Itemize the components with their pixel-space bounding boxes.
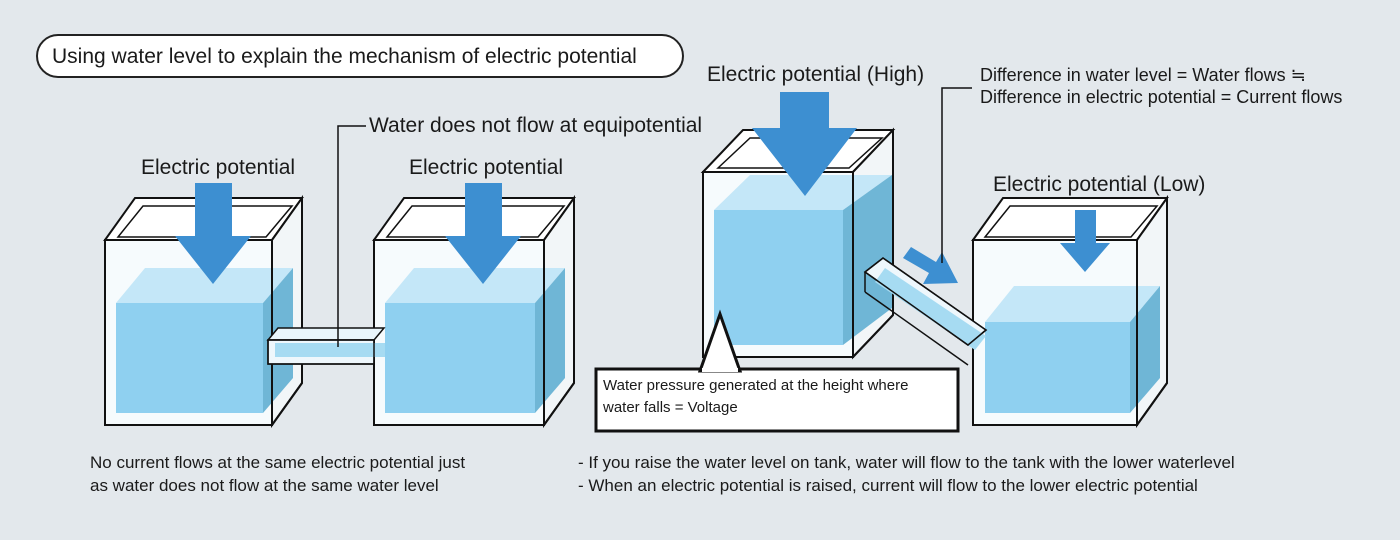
caption-equal-line2: as water does not flow at the same water… [90, 476, 439, 495]
tank-equal-right [372, 194, 576, 429]
bullet-raise-water: - If you raise the water level on tank, … [578, 453, 1235, 472]
arrow-high [752, 92, 857, 196]
pipe-equal [266, 327, 386, 365]
callout-equipotential: Water does not flow at equipotential [369, 114, 703, 137]
equation-line2: Difference in electric potential = Curre… [980, 87, 1343, 107]
callout-line-equal [337, 125, 366, 347]
label-potential-high: Electric potential (High) [707, 63, 925, 86]
arrow-equal-right [445, 183, 521, 284]
pressure-line1: Water pressure generated at the height w… [603, 377, 909, 394]
tank-low [971, 194, 1169, 429]
pressure-callout [594, 309, 960, 433]
equation-line1: Difference in water level = Water flows … [980, 65, 1306, 85]
pressure-line2: water falls = Voltage [603, 399, 738, 416]
callout-line-equation [941, 87, 972, 263]
page-title: Using water level to explain the mechani… [52, 45, 637, 68]
pipe-slope [863, 257, 988, 366]
arrow-low [1060, 210, 1110, 272]
bullet-raise-potential: - When an electric potential is raised, … [578, 476, 1198, 495]
caption-equal-line1: No current flows at the same electric po… [90, 453, 466, 472]
tank-equal-left [103, 194, 304, 429]
label-potential-low: Electric potential (Low) [993, 173, 1206, 196]
flow-arrow [903, 247, 958, 284]
title-pill: Using water level to explain the mechani… [36, 34, 684, 78]
pressure-text: Water pressure generated at the height w… [603, 375, 953, 419]
arrow-equal-left [175, 183, 251, 284]
label-potential-left: Electric potential [141, 156, 296, 179]
label-potential-right: Electric potential [409, 156, 564, 179]
